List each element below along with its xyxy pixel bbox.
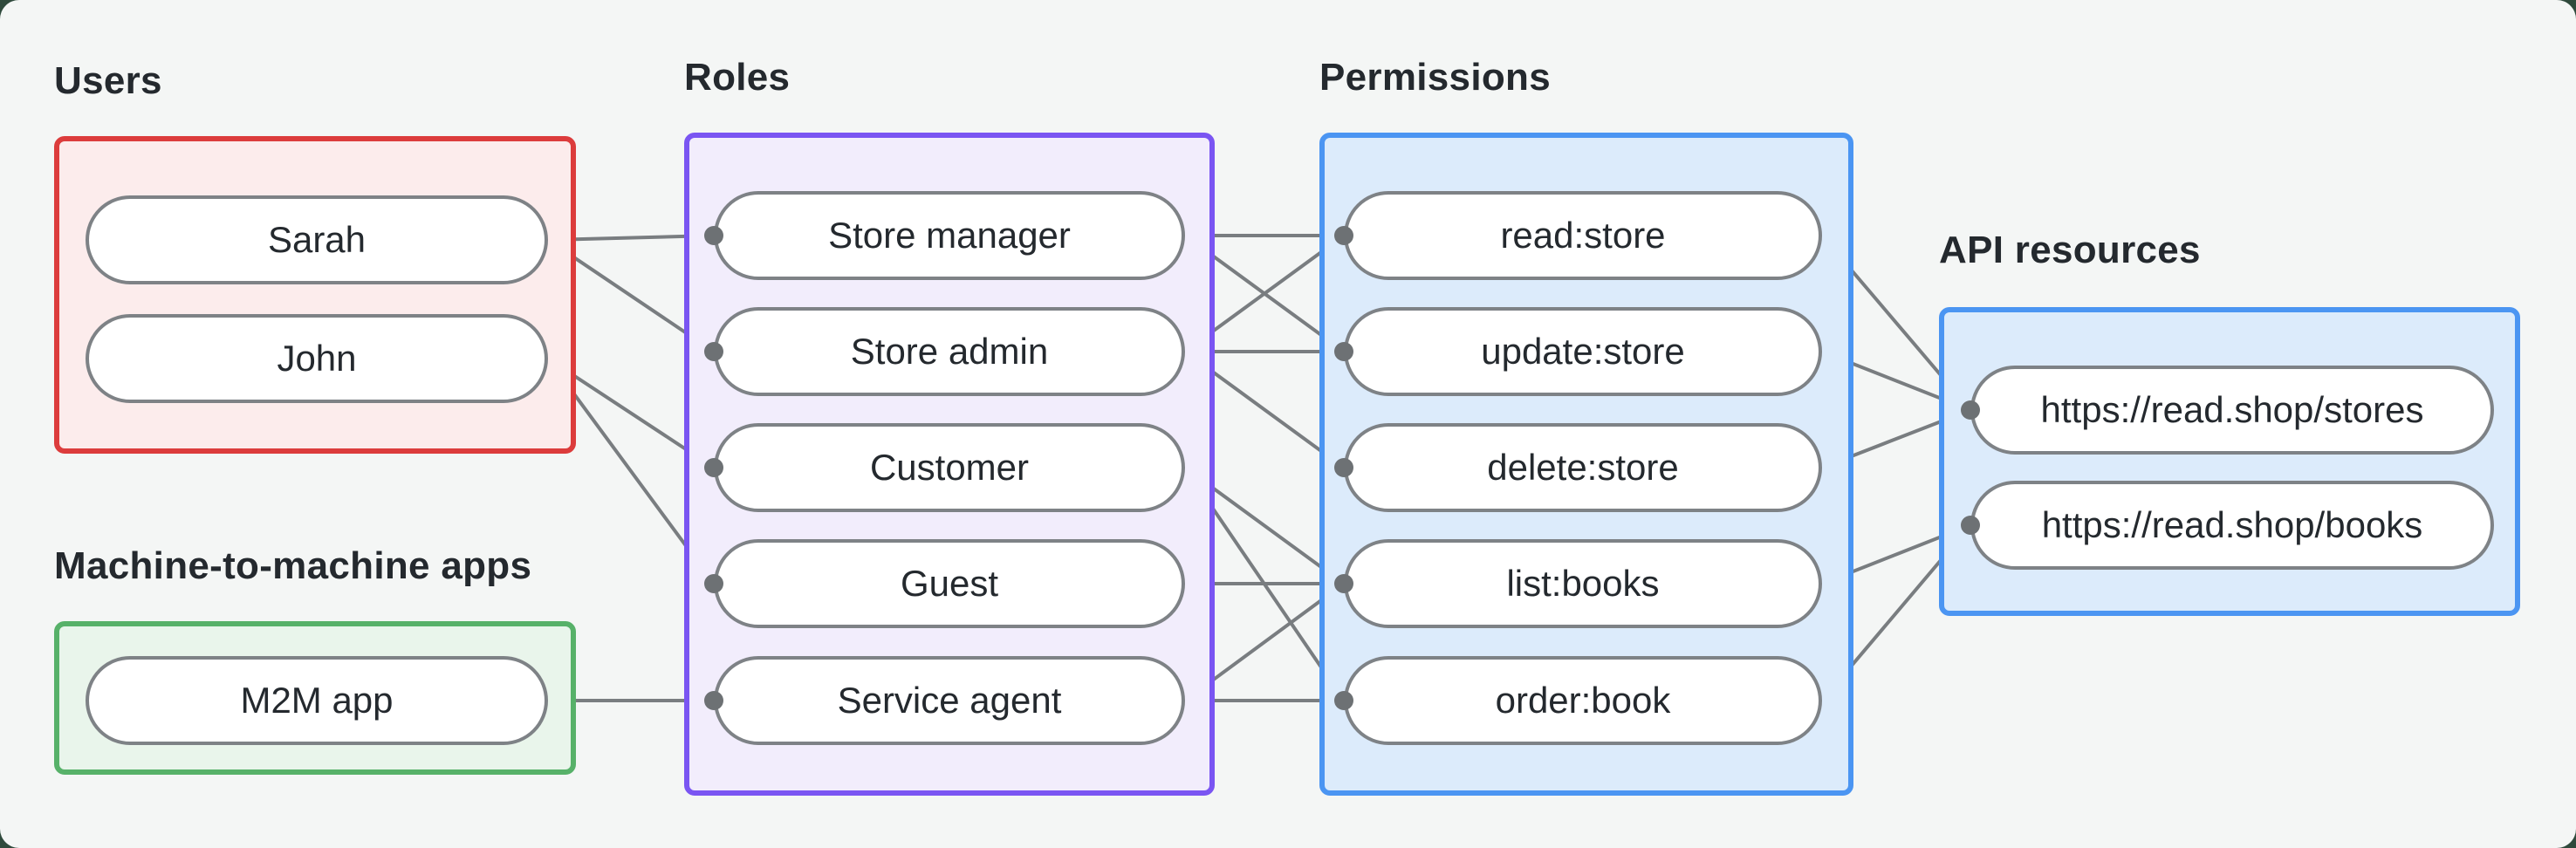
group-label-api-resources: API resources bbox=[1939, 229, 2201, 271]
node-customer: Customer bbox=[714, 423, 1185, 512]
group-label-users: Users bbox=[54, 59, 162, 102]
node-john: John bbox=[86, 314, 548, 403]
node-stores-api: https://read.shop/stores bbox=[1970, 366, 2494, 455]
node-list-books: list:books bbox=[1344, 539, 1822, 628]
node-update-store: update:store bbox=[1344, 307, 1822, 396]
node-m2m-app: M2M app bbox=[86, 656, 548, 745]
node-sarah: Sarah bbox=[86, 195, 548, 284]
node-read-store: read:store bbox=[1344, 191, 1822, 280]
node-service-agent: Service agent bbox=[714, 656, 1185, 745]
node-delete-store: delete:store bbox=[1344, 423, 1822, 512]
group-label-m2m-apps: Machine-to-machine apps bbox=[54, 544, 532, 587]
node-books-api: https://read.shop/books bbox=[1970, 481, 2494, 570]
group-label-permissions: Permissions bbox=[1319, 56, 1551, 99]
node-store-manager: Store manager bbox=[714, 191, 1185, 280]
group-label-roles: Roles bbox=[684, 56, 791, 99]
node-order-book: order:book bbox=[1344, 656, 1822, 745]
node-store-admin: Store admin bbox=[714, 307, 1185, 396]
node-guest: Guest bbox=[714, 539, 1185, 628]
